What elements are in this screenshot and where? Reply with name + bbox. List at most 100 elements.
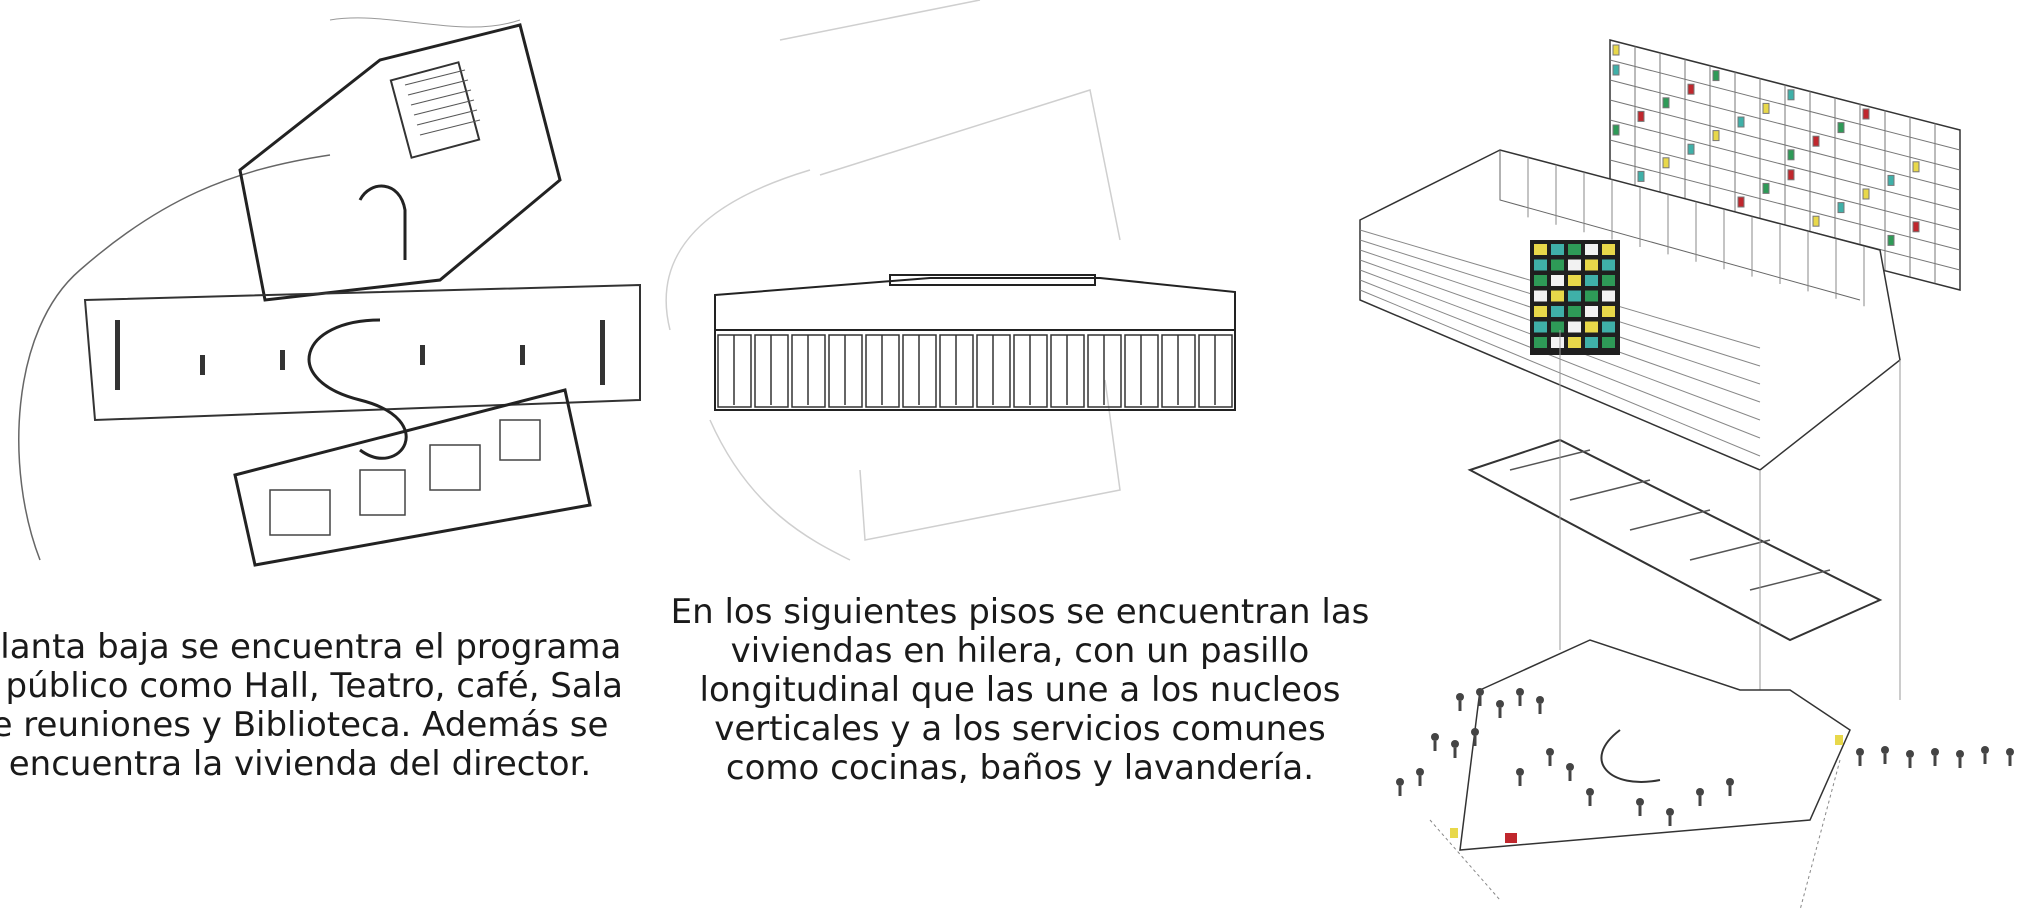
window-tile	[1602, 275, 1615, 286]
colored-shutter	[1662, 97, 1670, 109]
facade-floor-line	[1609, 119, 1961, 211]
person-body	[1458, 701, 1462, 711]
person-body	[1698, 796, 1702, 806]
window-tile	[1534, 321, 1547, 333]
window-tile	[1534, 259, 1547, 271]
site-ghost-outline	[665, 0, 1121, 561]
colored-shutter	[1787, 169, 1795, 181]
person-head	[1586, 788, 1594, 796]
person-body	[1588, 796, 1592, 806]
exploded-axonometric-drawing	[1359, 39, 2014, 911]
colored-shutter	[1687, 83, 1695, 95]
window-tile	[1568, 244, 1581, 255]
red-element	[1505, 833, 1517, 843]
person-head	[1906, 750, 1914, 758]
person-body	[1398, 786, 1402, 796]
window-tile	[1602, 337, 1615, 348]
person-body	[1568, 771, 1572, 781]
person-head	[1451, 740, 1459, 748]
colored-shutter	[1712, 130, 1720, 142]
person-body	[1518, 696, 1522, 706]
person-head	[1566, 763, 1574, 771]
colored-shutter	[1912, 161, 1920, 173]
person-head	[1981, 746, 1989, 754]
window-tile	[1534, 275, 1547, 286]
colored-shutter	[1887, 234, 1895, 246]
person-head	[1636, 798, 1644, 806]
site-boundary-line	[18, 154, 331, 561]
person-body	[1418, 776, 1422, 786]
ground-curve	[1600, 729, 1661, 783]
window-tile	[1585, 290, 1598, 302]
upper-floor-plan-drawing	[665, 0, 1236, 561]
person-body	[1538, 704, 1542, 714]
colored-shutter	[1737, 196, 1745, 208]
colored-shutter	[1837, 122, 1845, 134]
window-tile	[1568, 275, 1581, 286]
colored-shutter	[1737, 116, 1745, 128]
person-body	[1548, 756, 1552, 766]
person-body	[1908, 758, 1912, 768]
person-head	[1496, 700, 1504, 708]
facade-floor-line	[1609, 159, 1961, 251]
person-head	[1476, 688, 1484, 696]
colored-shutter	[1687, 143, 1695, 155]
colored-shutter	[1612, 124, 1620, 136]
colored-shutter	[1862, 108, 1870, 120]
person-body	[1638, 806, 1642, 816]
unit-grid	[717, 334, 1233, 408]
person-head	[2006, 748, 2014, 756]
colored-shutter	[1812, 215, 1820, 227]
colored-shutter	[1637, 110, 1645, 122]
main-hall-bar	[83, 283, 641, 422]
ground-floor-axon	[1459, 639, 1851, 851]
theatre-wing-outline	[238, 23, 562, 302]
ground-floor-caption: planta baja se encuentra el programa s p…	[0, 627, 624, 784]
person-body	[1498, 708, 1502, 718]
window-tile	[1585, 306, 1598, 317]
window-tile	[1534, 337, 1547, 348]
window-tile	[1551, 337, 1564, 348]
colored-shutter	[1712, 70, 1720, 82]
colored-shutter	[1762, 182, 1770, 194]
window-tile	[1551, 275, 1564, 286]
person-head	[1696, 788, 1704, 796]
colored-shutter	[1862, 188, 1870, 200]
person-head	[1856, 748, 1864, 756]
person-body	[2008, 756, 2012, 766]
top-facade-grid	[1609, 44, 1961, 284]
window-tile	[1568, 290, 1581, 302]
window-tile	[1585, 275, 1598, 286]
window-tile	[1568, 337, 1581, 348]
window-tile	[1551, 290, 1564, 302]
window-tiles	[1534, 244, 1615, 348]
window-tile	[1585, 259, 1598, 271]
housing-volume-inner	[1499, 150, 1861, 301]
person-body	[1453, 748, 1457, 758]
person-head	[1516, 688, 1524, 696]
person-head	[1471, 728, 1479, 736]
pilotis-frame	[1467, 438, 1883, 642]
colored-shutter	[1812, 135, 1820, 147]
window-tile	[1534, 290, 1547, 302]
person-head	[1726, 778, 1734, 786]
person-head	[1416, 768, 1424, 776]
person-head	[1666, 808, 1674, 816]
person-body	[1958, 758, 1962, 768]
window-tile	[1602, 259, 1615, 271]
person-body	[1433, 741, 1437, 751]
window-tile	[1585, 337, 1598, 348]
person-body	[1668, 816, 1672, 826]
colored-shutter	[1887, 174, 1895, 186]
hall-curve	[307, 318, 408, 460]
director-house-outline	[233, 388, 592, 567]
window-tile	[1602, 306, 1615, 317]
window-tile	[1585, 321, 1598, 333]
window-tile	[1551, 306, 1564, 317]
upper-floor-caption: En los siguientes pisos se encuentran la…	[670, 592, 1370, 788]
window-tile	[1551, 259, 1564, 271]
window-tile	[1568, 259, 1581, 271]
person-head	[1431, 733, 1439, 741]
roof-band	[889, 274, 1096, 286]
person-body	[1933, 756, 1937, 766]
